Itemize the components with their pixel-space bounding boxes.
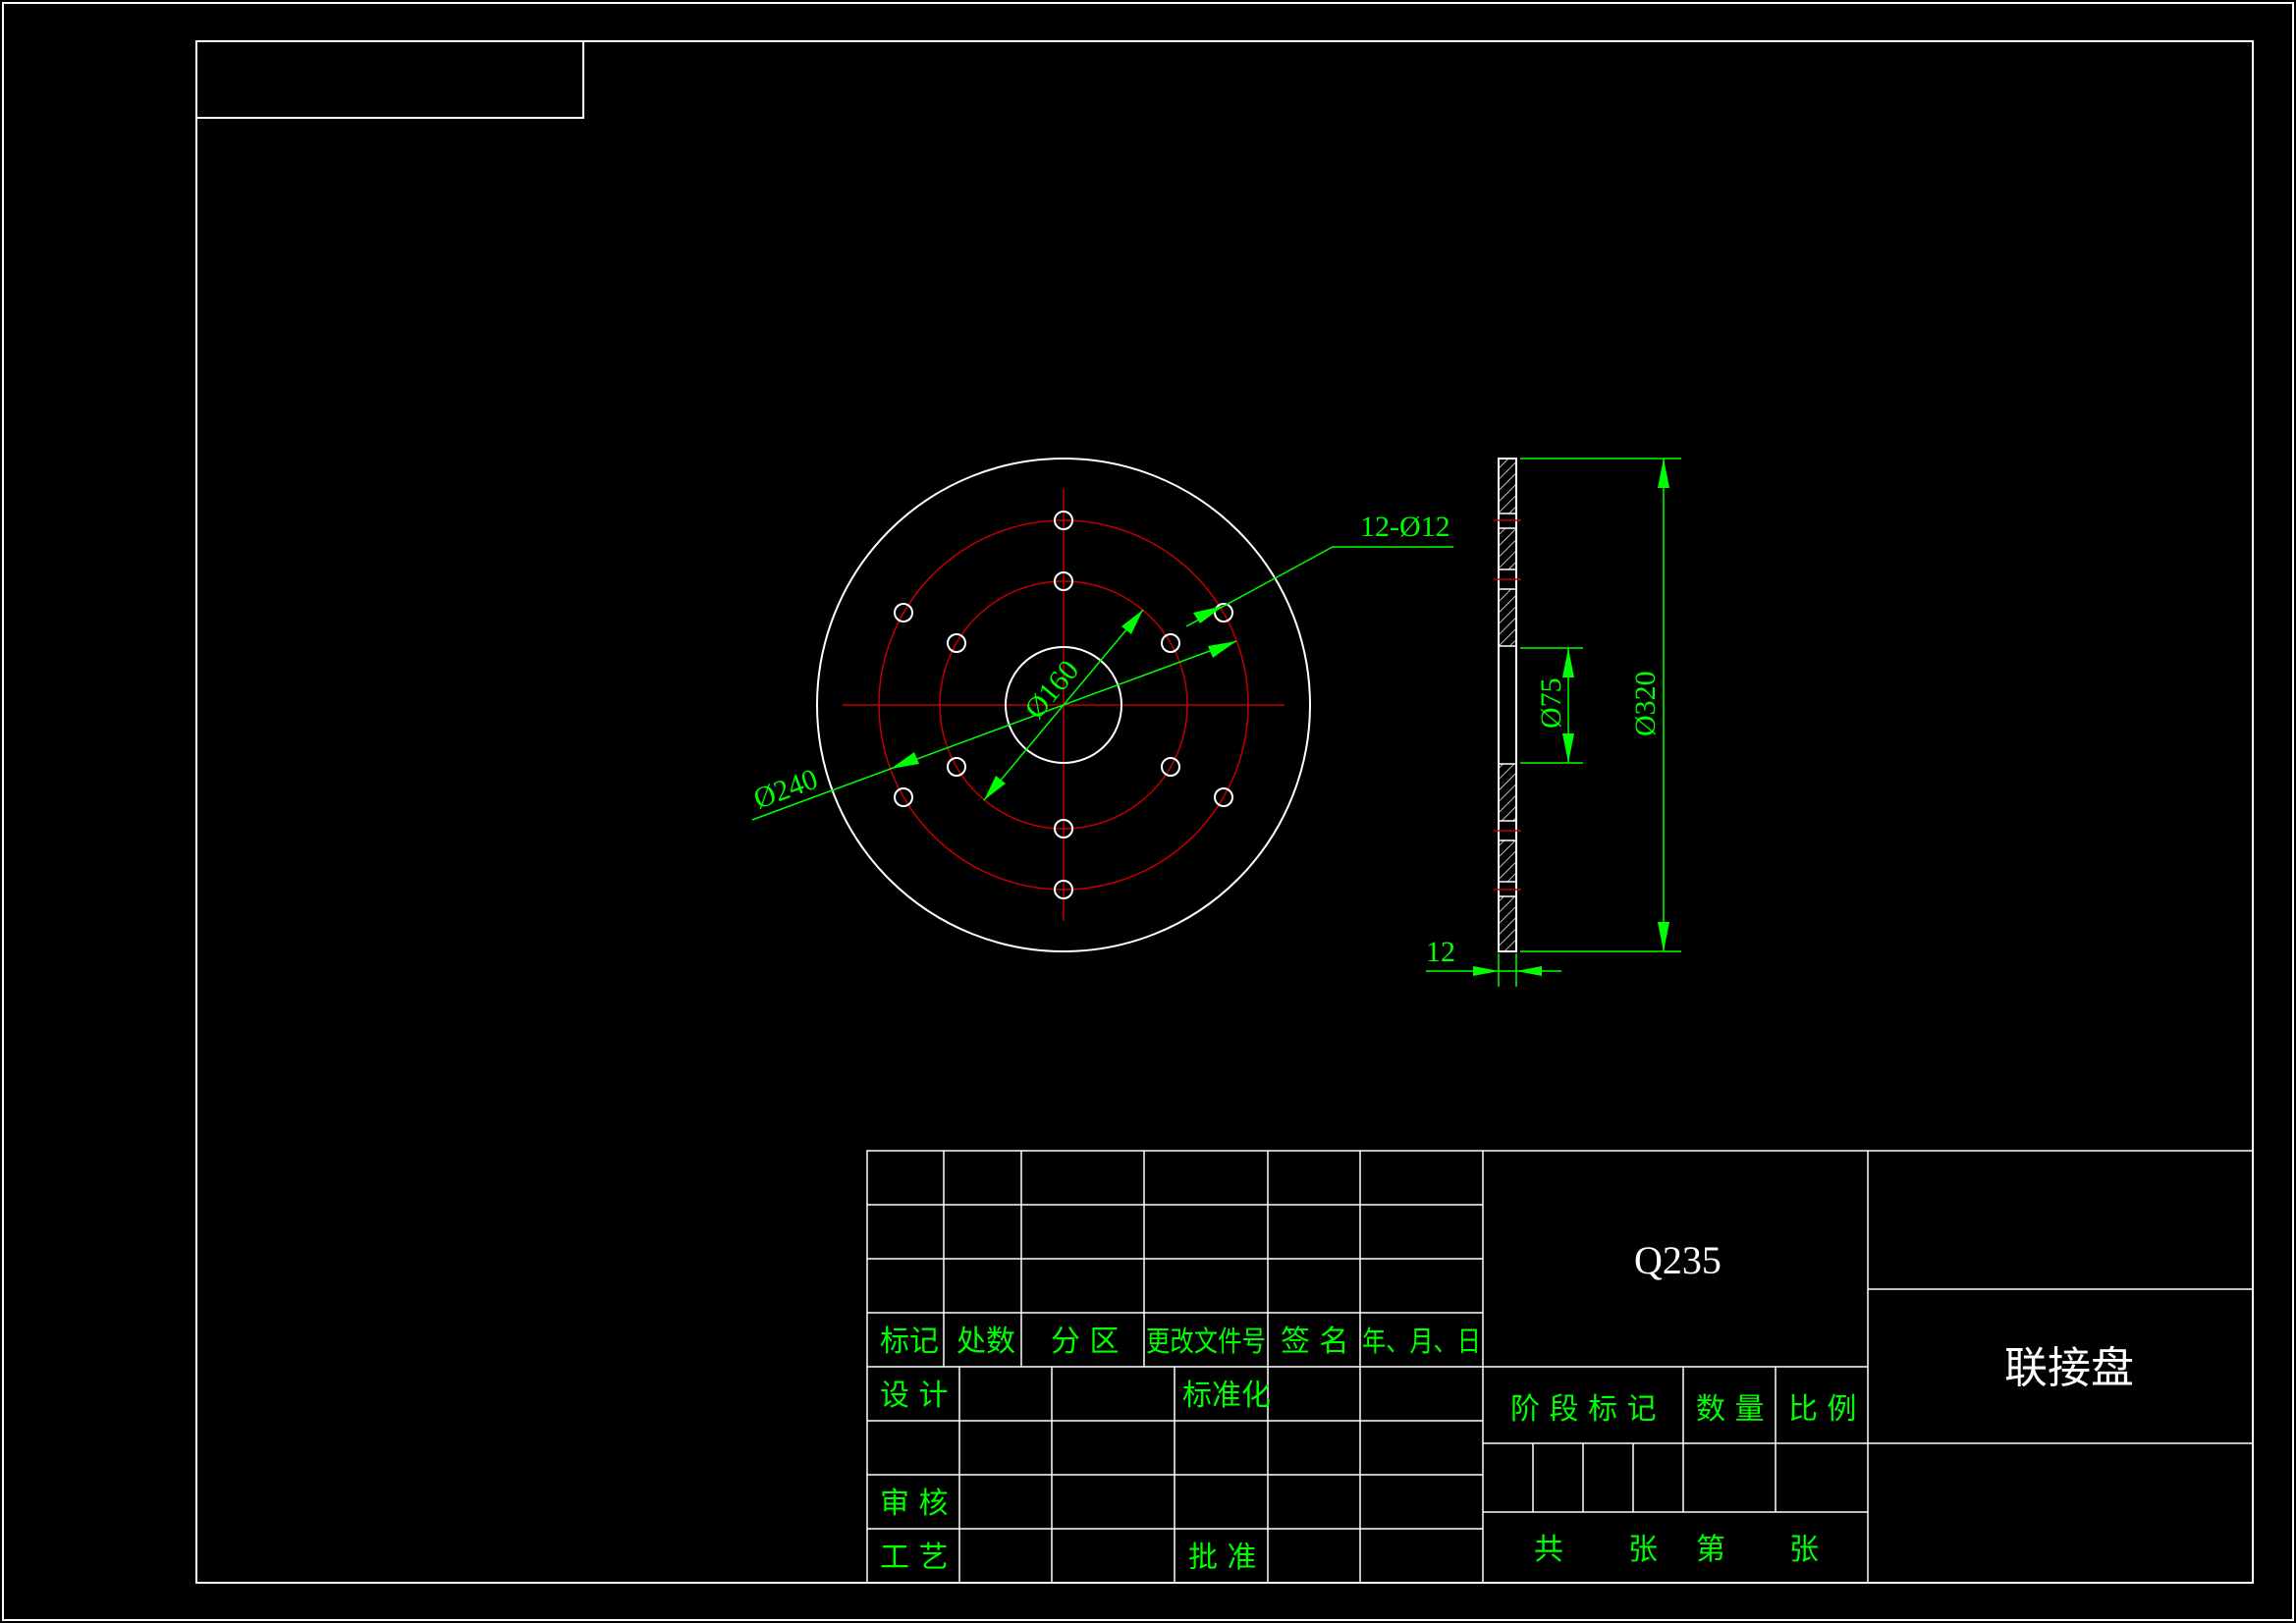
reverse-code-box <box>195 40 584 119</box>
bolt-hole <box>1214 787 1233 807</box>
label-standardization: 标准化 <box>1182 1379 1271 1413</box>
label-process: 工 艺 <box>880 1541 949 1575</box>
label-change-doc-no: 更改文件号 <box>1146 1325 1266 1358</box>
side-hole-lines <box>1494 513 1521 897</box>
outer-bolt-holes <box>894 511 1233 899</box>
label-count: 处数 <box>957 1325 1015 1359</box>
title-block: 标记 处数 分 区 更改文件号 签 名 年、月、日 设 计 标准化 审 核 工 … <box>866 1150 2254 1584</box>
bolt-hole <box>1214 603 1233 622</box>
section-hatch <box>1499 528 1516 569</box>
side-view: Ø320 Ø75 12 <box>1426 458 1681 987</box>
inner-bolt-circle <box>939 580 1188 830</box>
bolt-hole <box>1161 633 1180 653</box>
label-review: 审 核 <box>880 1487 949 1521</box>
bolt-hole <box>947 633 966 653</box>
hole-callout: 12-Ø12 <box>1185 511 1453 627</box>
dim-bolt-circle-inner-text: Ø160 <box>1018 654 1085 725</box>
side-outline <box>1498 458 1517 952</box>
part-name: 联接盘 <box>2004 1343 2134 1393</box>
dim-bore-text: Ø75 <box>1535 677 1567 729</box>
label-scale: 比 例 <box>1788 1392 1857 1427</box>
label-signature: 签 名 <box>1281 1325 1349 1359</box>
section-hatch <box>1499 840 1516 882</box>
bolt-hole <box>1054 511 1073 530</box>
dim-bore: Ø75 <box>1520 647 1583 764</box>
label-date: 年、月、日 <box>1362 1325 1481 1358</box>
dim-outer-diameter: Ø320 <box>1520 458 1681 952</box>
section-hatch <box>1499 589 1516 646</box>
bolt-hole <box>894 603 913 622</box>
hole-callout-text: 12-Ø12 <box>1360 511 1450 543</box>
outer-bolt-circle <box>878 519 1249 891</box>
dim-outer-diameter-text: Ø320 <box>1629 671 1662 736</box>
bolt-hole <box>947 757 966 777</box>
bolt-hole <box>1054 880 1073 899</box>
bolt-hole <box>1161 757 1180 777</box>
bolt-hole <box>1054 819 1073 839</box>
bolt-hole <box>1054 571 1073 591</box>
label-stage-mark: 阶 段 标 记 <box>1510 1392 1657 1427</box>
label-sheets-unit: 张 <box>1628 1533 1658 1567</box>
material: Q235 <box>1634 1238 1722 1282</box>
dim-thickness-text: 12 <box>1426 936 1455 968</box>
label-total-sheets: 共 <box>1534 1533 1563 1567</box>
label-sheet-no: 第 <box>1696 1533 1725 1567</box>
front-view: 12-Ø12 Ø240 Ø160 <box>749 458 1453 952</box>
inner-bolt-holes <box>947 571 1180 839</box>
bore-outline <box>1005 646 1122 764</box>
section-hatch <box>1499 764 1516 821</box>
disk-outline <box>816 458 1311 952</box>
section-hatch <box>1499 459 1516 514</box>
label-design: 设 计 <box>880 1379 949 1413</box>
label-approve: 批 准 <box>1188 1541 1257 1575</box>
label-zone: 分 区 <box>1051 1325 1120 1359</box>
label-sheet-no-unit: 张 <box>1789 1533 1819 1567</box>
bolt-hole <box>894 787 913 807</box>
dim-thickness: 12 <box>1426 936 1561 987</box>
label-quantity: 数 量 <box>1696 1392 1765 1427</box>
section-hatch <box>1499 896 1516 951</box>
label-mark: 标记 <box>880 1325 939 1359</box>
